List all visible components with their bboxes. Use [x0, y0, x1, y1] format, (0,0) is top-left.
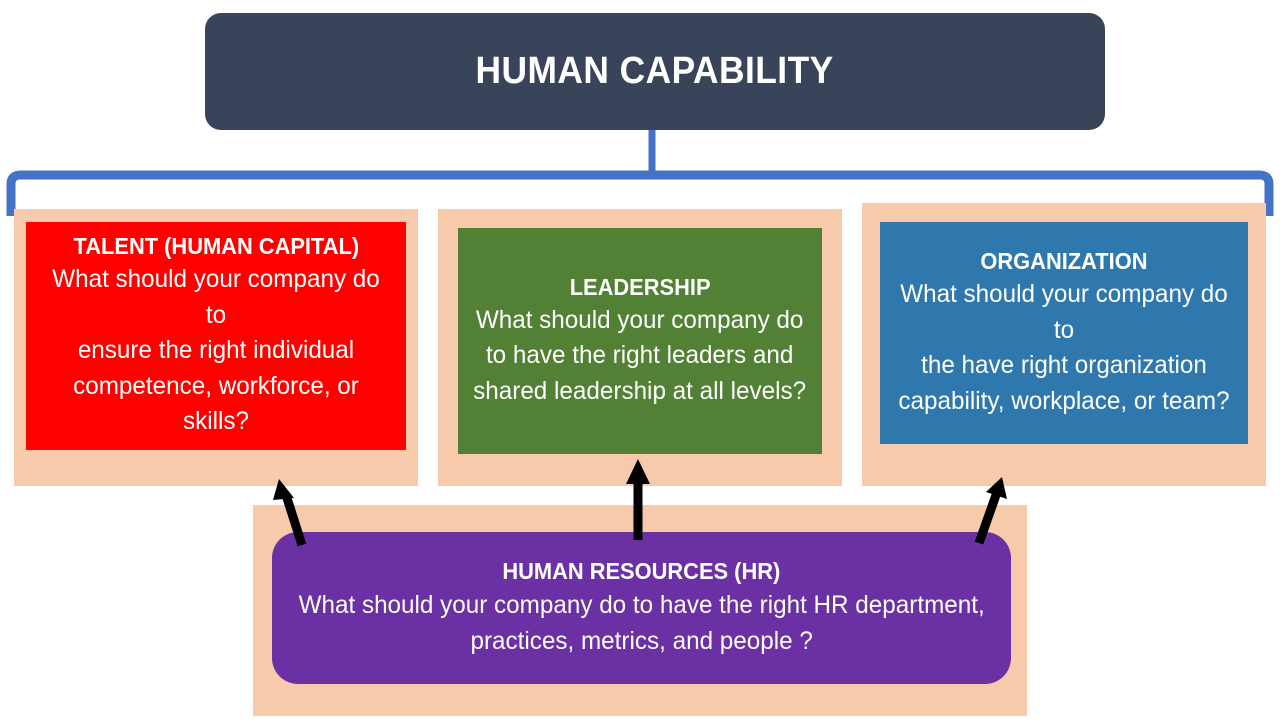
card-human-resources[interactable]: HUMAN RESOURCES (HR) What should your co…	[272, 532, 1011, 684]
card-leadership-body: What should your company do to have the …	[473, 305, 807, 405]
bracket-bar	[6, 170, 1274, 216]
card-organization-title: ORGANIZATION	[980, 247, 1148, 274]
card-leadership[interactable]: LEADERSHIP What should your company do t…	[458, 228, 822, 454]
hierarchy-bracket	[6, 130, 1274, 216]
card-talent-title: TALENT (HUMAN CAPITAL)	[73, 233, 359, 260]
card-leadership-title: LEADERSHIP	[569, 273, 711, 300]
page-title: HUMAN CAPABILITY	[475, 50, 835, 92]
card-hr-title: HUMAN RESOURCES (HR)	[502, 557, 781, 584]
card-organization[interactable]: ORGANIZATION What should your company do…	[880, 222, 1248, 444]
human-capability-title-box: HUMAN CAPABILITY	[205, 13, 1105, 130]
card-organization-body: What should your company do to the have …	[898, 280, 1230, 415]
card-talent[interactable]: TALENT (HUMAN CAPITAL) What should your …	[26, 222, 406, 450]
card-talent-body: What should your company do to ensure th…	[52, 265, 380, 436]
card-hr-body: What should your company do to have the …	[298, 590, 985, 656]
